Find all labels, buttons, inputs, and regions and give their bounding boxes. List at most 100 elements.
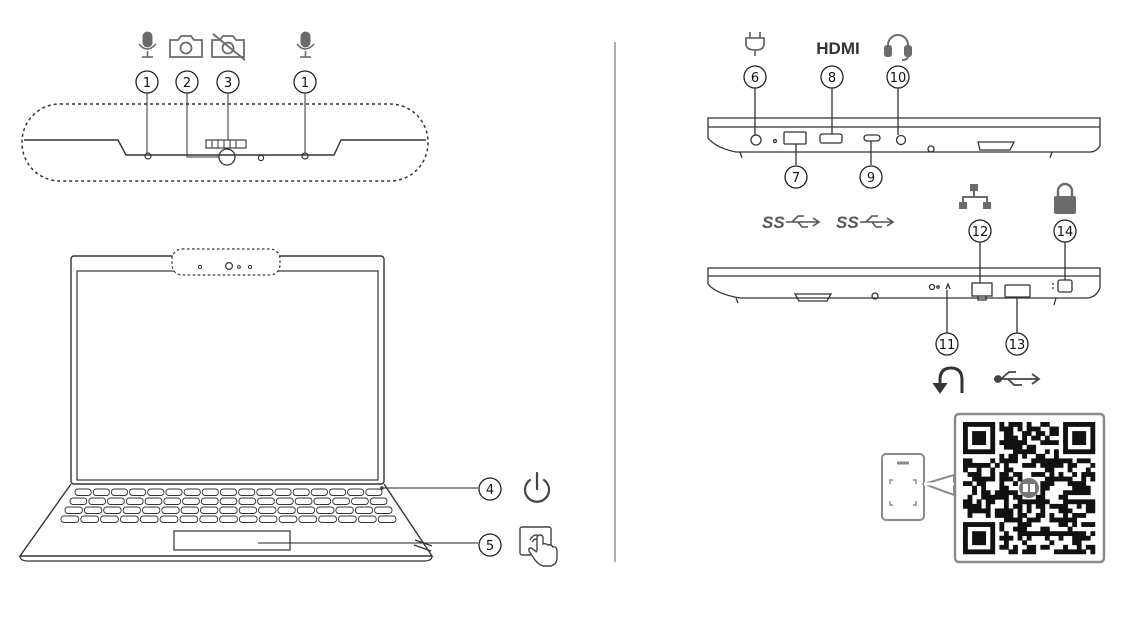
- qr-module: [1013, 449, 1018, 455]
- qr-module: [1058, 508, 1064, 514]
- qr-module: [1044, 435, 1050, 441]
- keyboard-key: [318, 515, 337, 523]
- callout-label: 11: [939, 338, 956, 353]
- keyboard-key: [377, 515, 397, 523]
- qr-module: [976, 435, 982, 441]
- qr-module: [1003, 535, 1009, 541]
- qr-module: [985, 462, 991, 468]
- qr-module: [1049, 440, 1055, 446]
- qr-module: [1040, 458, 1046, 464]
- callout-circle: [1005, 332, 1029, 356]
- qr-module: [1081, 531, 1087, 537]
- qr-module: [976, 481, 982, 486]
- qr-module: [1031, 544, 1037, 550]
- qr-module: [985, 422, 991, 427]
- qr-module: [981, 435, 987, 441]
- keyboard-key: [292, 488, 310, 496]
- qr-module: [963, 449, 968, 455]
- qr-module: [1026, 549, 1032, 555]
- qr-module: [1035, 503, 1041, 509]
- qr-module: [990, 526, 996, 532]
- qr-module: [1035, 426, 1041, 432]
- qr-module: [972, 485, 977, 491]
- qr-module: [1085, 458, 1091, 464]
- book-icon: [1022, 483, 1035, 492]
- qr-module: [1017, 426, 1023, 432]
- qr-module: [1090, 476, 1096, 482]
- qr-module: [1081, 549, 1087, 555]
- phone-scan-icon: [881, 453, 956, 521]
- qr-module: [1090, 440, 1096, 446]
- qr-module: [1081, 485, 1087, 491]
- keyboard-key: [120, 515, 139, 523]
- qr-module: [1090, 549, 1096, 555]
- qr-module: [1017, 472, 1023, 477]
- qr-module: [1044, 422, 1050, 427]
- qr-module: [963, 426, 968, 432]
- qr-module: [1017, 531, 1023, 537]
- qr-module: [994, 462, 1000, 468]
- qr-module: [1085, 544, 1091, 550]
- qr-module: [1067, 476, 1073, 482]
- qr-module: [1031, 499, 1037, 505]
- qr-module: [981, 422, 987, 427]
- qr-module: [1063, 517, 1068, 523]
- qr-module: [1054, 426, 1059, 432]
- qr-module: [1085, 499, 1091, 505]
- qr-module: [972, 422, 977, 427]
- qr-module: [1054, 449, 1059, 455]
- qr-module: [1081, 440, 1087, 446]
- qr-module: [1026, 431, 1032, 436]
- keyboard-key: [88, 497, 107, 505]
- qr-module: [1017, 444, 1023, 450]
- qr-module: [1058, 458, 1064, 464]
- keyboard-key: [122, 506, 141, 514]
- qr-module: [1013, 472, 1018, 477]
- qr-module: [985, 522, 991, 527]
- qr-module: [1063, 422, 1068, 427]
- qr-module: [1072, 517, 1078, 523]
- qr-module: [1008, 535, 1014, 541]
- fingerprint-touch-icon: [519, 526, 558, 567]
- qr-module: [1058, 549, 1064, 555]
- keyboard-key: [277, 506, 296, 514]
- qr-module: [1017, 503, 1023, 509]
- keyboard-key: [110, 488, 129, 496]
- qr-module: [1003, 462, 1009, 468]
- qr-module: [1040, 499, 1046, 505]
- qr-module: [976, 499, 982, 505]
- qr-module: [1085, 472, 1091, 477]
- qr-module: [963, 526, 968, 532]
- qr-module: [1072, 540, 1078, 546]
- qr-module: [1040, 481, 1046, 486]
- qr-module: [972, 549, 977, 555]
- callout-label: 3: [224, 76, 232, 91]
- qr-module: [1067, 462, 1073, 468]
- qr-module: [1063, 499, 1068, 505]
- qr-module: [1072, 490, 1078, 496]
- qr-module: [999, 453, 1005, 459]
- qr-module: [1031, 426, 1037, 432]
- qr-module: [1008, 453, 1014, 459]
- qr-module: [1017, 522, 1023, 527]
- qr-module: [1013, 453, 1018, 459]
- callout-label: 14: [1057, 225, 1074, 240]
- qr-module: [1072, 449, 1078, 455]
- qr-module: [1026, 508, 1032, 514]
- qr-module: [1031, 472, 1037, 477]
- qr-module: [967, 522, 973, 527]
- qr-module: [994, 490, 1000, 496]
- qr-module: [1090, 508, 1096, 514]
- qr-module: [963, 431, 968, 436]
- callout-circle: [935, 332, 959, 356]
- qr-module: [1044, 467, 1050, 473]
- qr-module: [1013, 458, 1018, 464]
- qr-module: [1081, 435, 1087, 441]
- qr-module: [1072, 499, 1078, 505]
- keyboard-key: [219, 515, 238, 523]
- qr-module: [1022, 449, 1027, 455]
- qr-module: [1054, 440, 1059, 446]
- qr-module: [972, 449, 977, 455]
- qr-module: [1040, 422, 1046, 427]
- qr-module: [1008, 422, 1014, 427]
